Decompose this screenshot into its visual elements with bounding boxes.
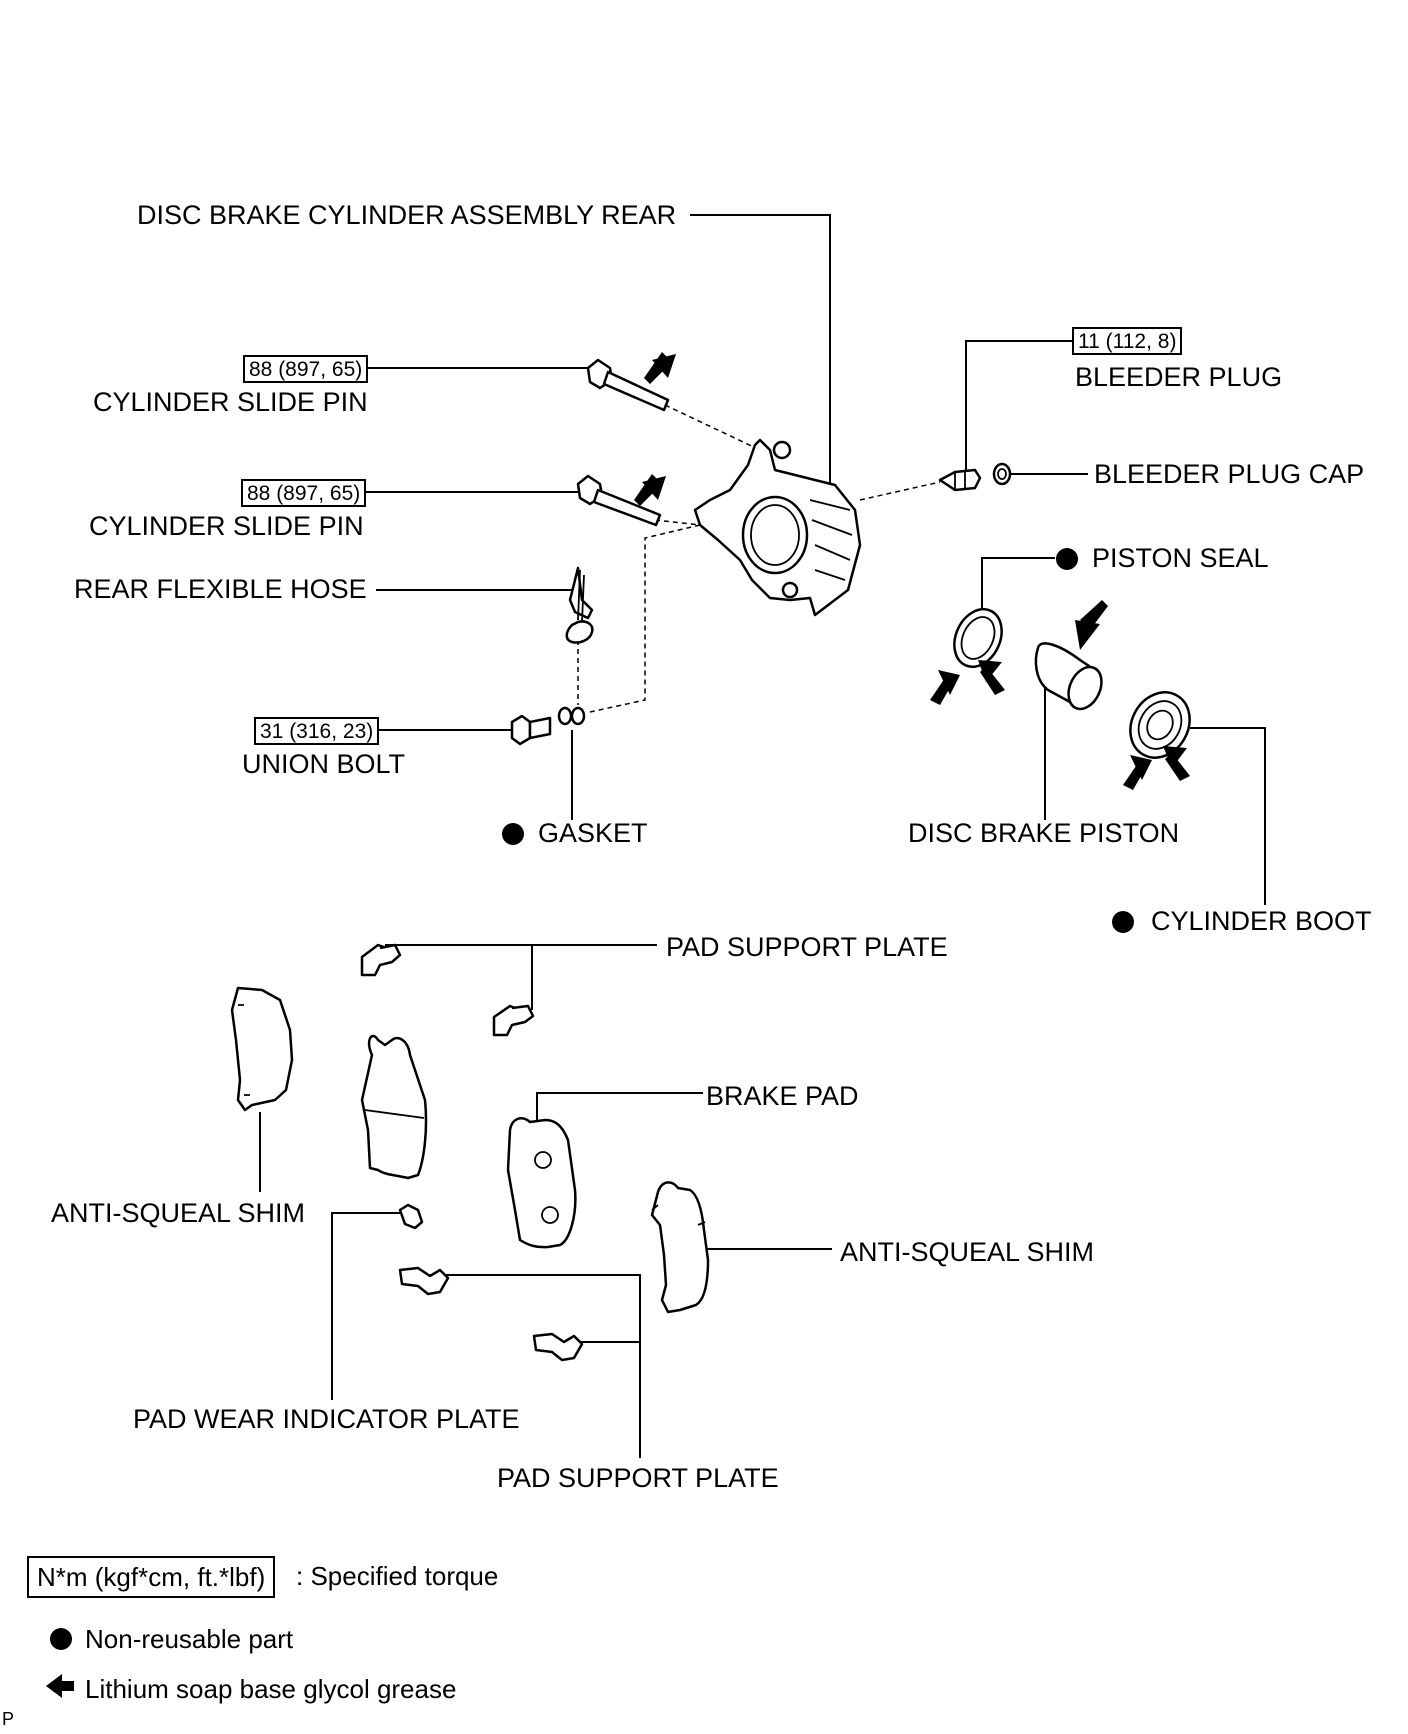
label-union-bolt: UNION BOLT xyxy=(242,749,406,779)
non-reusable-icon xyxy=(1112,911,1134,933)
label-cylinder-boot: CYLINDER BOOT xyxy=(1151,906,1372,936)
flexible-hose-illustration xyxy=(565,566,594,644)
label-cylinder-slide-pin-upper: CYLINDER SLIDE PIN xyxy=(93,387,368,417)
union-bolt-gasket-illustration xyxy=(510,706,586,746)
caliper-body-illustration xyxy=(693,438,862,617)
label-disc-brake-cylinder-assembly-rear: DISC BRAKE CYLINDER ASSEMBLY REAR xyxy=(137,200,677,230)
piston-parts-illustration xyxy=(953,608,1191,759)
label-anti-squeal-shim-right: ANTI-SQUEAL SHIM xyxy=(840,1237,1095,1267)
brake-pad-right-illustration xyxy=(506,1117,577,1249)
label-cylinder-slide-pin-lower: CYLINDER SLIDE PIN xyxy=(89,511,364,541)
non-reusable-icon xyxy=(1056,548,1078,570)
torque-slide-pin-upper: 88 (897, 65) xyxy=(243,355,369,383)
brake-pad-left-illustration xyxy=(360,1034,428,1180)
legend-grease-arrow-icon xyxy=(46,1674,74,1698)
label-pad-wear-indicator-plate: PAD WEAR INDICATOR PLATE xyxy=(133,1404,520,1434)
corner-mark: P xyxy=(2,1709,15,1729)
assembly-dashed-lines xyxy=(577,404,941,713)
pad-support-plate-upper-illustration xyxy=(360,943,535,1037)
legend-grease-text: Lithium soap base glycol grease xyxy=(85,1674,457,1704)
label-anti-squeal-shim-left: ANTI-SQUEAL SHIM xyxy=(51,1198,306,1228)
grease-arrow-marks xyxy=(634,352,1190,790)
label-pad-support-plate-upper: PAD SUPPORT PLATE xyxy=(666,932,948,962)
label-bleeder-plug: BLEEDER PLUG xyxy=(1075,362,1283,392)
pad-wear-indicator-illustration xyxy=(398,1203,424,1230)
label-bleeder-plug-cap: BLEEDER PLUG CAP xyxy=(1094,459,1365,489)
legend-torque-text: : Specified torque xyxy=(296,1561,499,1591)
label-pad-support-plate-lower: PAD SUPPORT PLATE xyxy=(497,1463,779,1493)
torque-union-bolt: 31 (316, 23) xyxy=(254,717,380,745)
torque-bleeder-plug: 11 (112, 8) xyxy=(1072,327,1183,355)
leader-lines xyxy=(259,214,1266,1458)
anti-squeal-shim-right-illustration xyxy=(650,1181,710,1314)
label-brake-pad: BRAKE PAD xyxy=(706,1081,859,1111)
slide-pin-illustrations xyxy=(576,358,670,527)
non-reusable-icon xyxy=(502,823,524,845)
legend-torque-box: N*m (kgf*cm, ft.*lbf) xyxy=(27,1556,276,1598)
pad-support-plate-lower-illustration xyxy=(398,1266,584,1362)
legend-non-reusable-icon xyxy=(50,1628,72,1650)
bleeder-plug-illustration xyxy=(938,462,1012,492)
legend-non-reusable-text: Non-reusable part xyxy=(85,1624,294,1654)
label-piston-seal: PISTON SEAL xyxy=(1092,543,1269,573)
torque-slide-pin-lower: 88 (897, 65) xyxy=(241,479,367,507)
anti-squeal-shim-left-illustration xyxy=(230,986,294,1112)
label-disc-brake-piston: DISC BRAKE PISTON xyxy=(908,818,1180,848)
label-rear-flexible-hose: REAR FLEXIBLE HOSE xyxy=(74,574,367,604)
label-gasket: GASKET xyxy=(538,818,648,848)
